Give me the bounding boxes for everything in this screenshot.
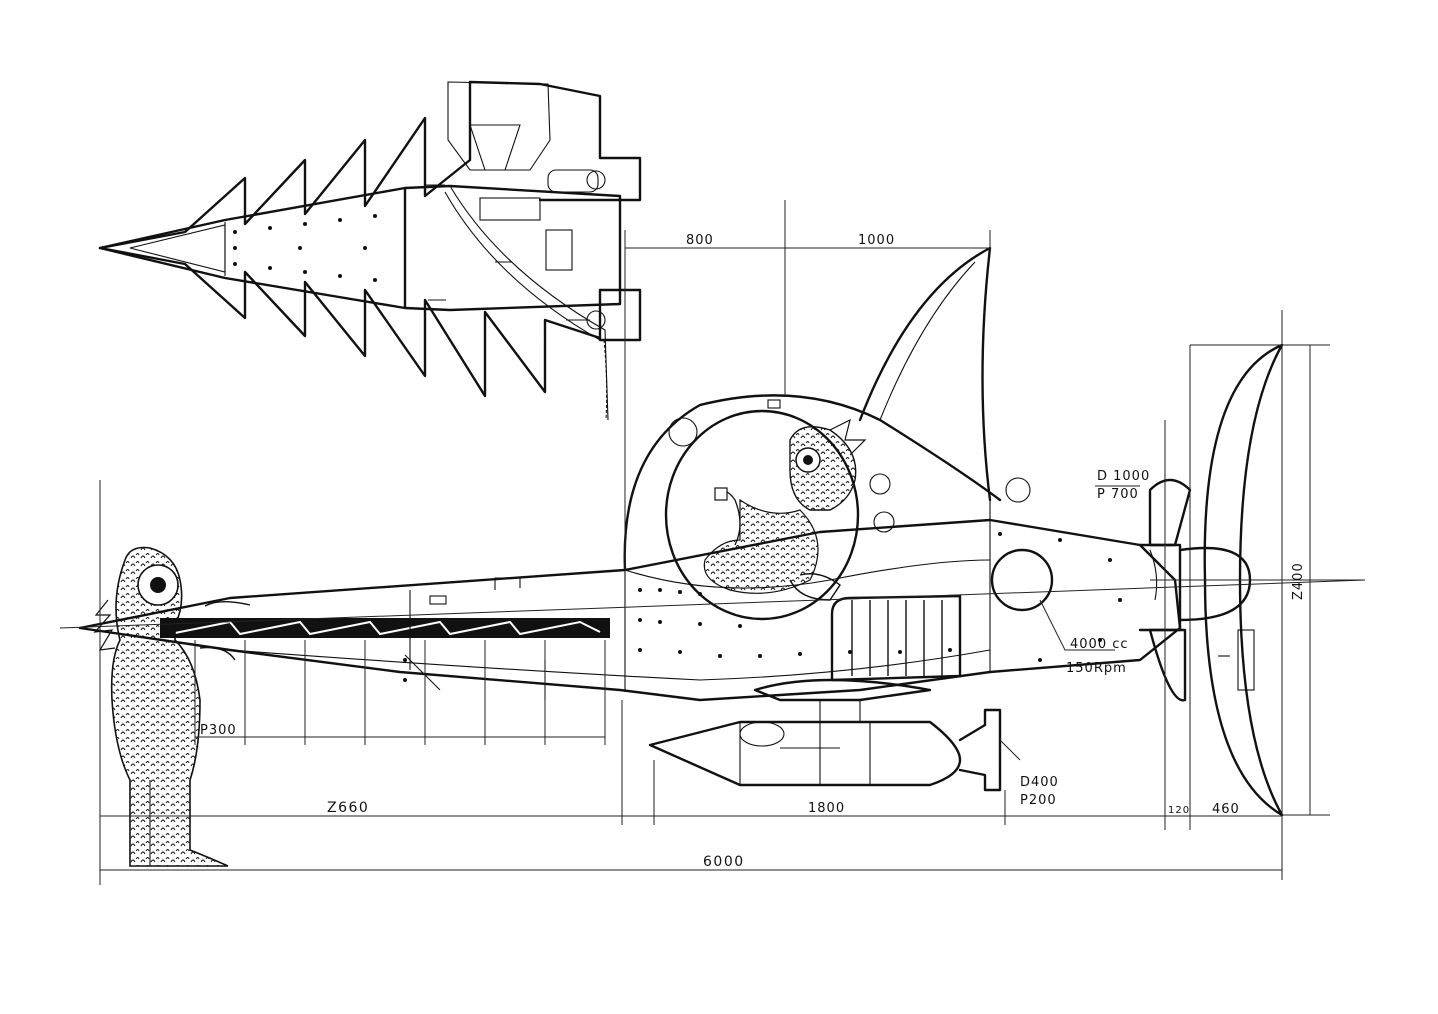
engine-rpm-label: 150Rpm	[1066, 661, 1127, 676]
prop-pitch-label: P 700	[1097, 487, 1139, 502]
dim-2400-label: Z400	[1291, 562, 1306, 600]
dim-800-label: 800	[686, 233, 714, 248]
prop-diameter-label: D 1000	[1097, 469, 1150, 484]
dim-6000-label: 6000	[703, 854, 745, 870]
dim-2660-label: Z660	[327, 800, 369, 816]
engine-cc-label: 4000 cc	[1070, 637, 1129, 652]
ventral-fin	[753, 678, 932, 702]
dim-460-label: 460	[1212, 802, 1240, 817]
pilot-creature-illustration	[703, 418, 867, 601]
torpedo-pitch-label: P200	[1020, 793, 1057, 808]
top-view-hull	[98, 80, 642, 421]
dimension-lines	[59, 200, 1366, 885]
torpedo	[648, 700, 1002, 792]
dim-1000-label: 1000	[858, 233, 895, 248]
torpedo-diameter-label: D400	[1020, 775, 1059, 790]
dim-1800-label: 1800	[808, 801, 845, 816]
spec-labels: D 1000 P 700 4000 cc 150Rpm D400 P200	[1020, 469, 1150, 808]
dim-p300-label: P300	[200, 723, 237, 738]
dimension-labels: 800 1000 Z660 1800 120 460 6000 Z400 P30…	[200, 233, 1306, 870]
cockpit-dome	[623, 394, 1031, 621]
scale-figure-creature	[93, 546, 251, 867]
dim-120-label: 120	[1168, 805, 1190, 816]
dorsal-fin	[858, 246, 992, 502]
side-view-hull	[78, 500, 1182, 702]
